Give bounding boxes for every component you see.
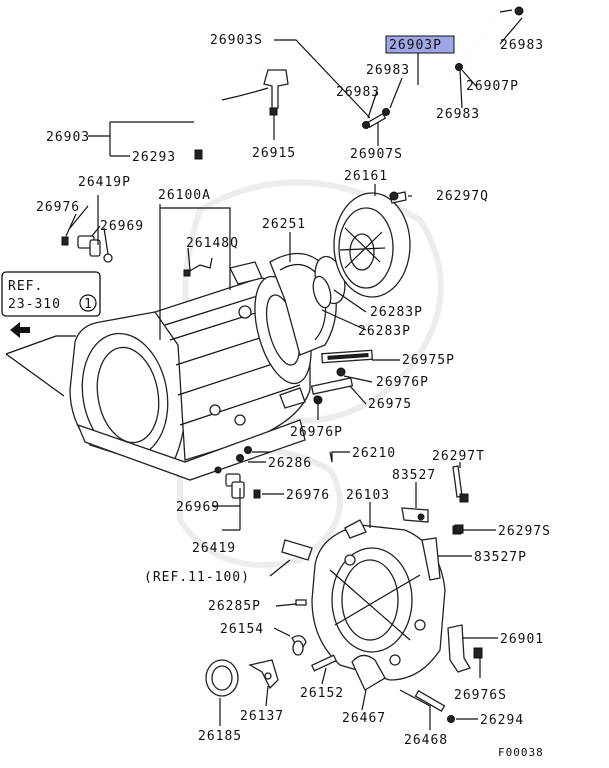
label-83527P[interactable]: 83527P [474, 550, 527, 565]
label-26468[interactable]: 26468 [404, 733, 448, 748]
label-26976-b[interactable]: 26976 [286, 488, 330, 503]
label-26286[interactable]: 26286 [268, 456, 312, 471]
plate-ref-11-100 [281, 539, 313, 561]
ref-box-circled: 1 [84, 297, 93, 312]
label-26903S[interactable]: 26903S [210, 33, 263, 48]
ref-box-line2: 23-310 [8, 297, 61, 312]
extension-case-26103 [311, 519, 446, 681]
bolt-26976P [313, 395, 321, 403]
bracket-26915 [263, 69, 289, 116]
bolt-26976S [473, 647, 483, 659]
label-26154[interactable]: 26154 [220, 622, 264, 637]
transmission-case-26100A [69, 261, 312, 481]
label-26297T[interactable]: 26297T [432, 449, 485, 464]
bolt-26294 [447, 715, 455, 723]
lever-26467 [351, 654, 386, 691]
label-26210[interactable]: 26210 [352, 446, 396, 461]
label-83527[interactable]: 83527 [392, 468, 436, 483]
label-26975[interactable]: 26975 [368, 397, 412, 412]
oil-seal-26185 [205, 659, 239, 697]
bolt-26297T [452, 465, 469, 503]
pipe-26148Q [183, 257, 213, 277]
label-26903[interactable]: 26903 [46, 130, 90, 145]
pin-26152 [310, 654, 338, 672]
bracket-83527 [401, 507, 429, 523]
label-26915[interactable]: 26915 [252, 146, 296, 161]
oil-pump-26161 [333, 191, 411, 298]
label-26901[interactable]: 26901 [500, 632, 544, 647]
bolts-26286 [214, 446, 252, 474]
label-26976S[interactable]: 26976S [454, 688, 507, 703]
label-26100A[interactable]: 26100A [158, 188, 211, 203]
label-26293[interactable]: 26293 [132, 150, 176, 165]
label-ref-11-100[interactable]: (REF.11-100) [144, 570, 250, 585]
label-26148Q[interactable]: 26148Q [186, 236, 239, 251]
label-26969-b[interactable]: 26969 [176, 500, 220, 515]
label-26137[interactable]: 26137 [240, 709, 284, 724]
label-26419[interactable]: 26419 [192, 541, 236, 556]
ref-box-line1: REF. [8, 279, 43, 294]
label-26907P[interactable]: 26907P [466, 79, 519, 94]
label-26983-b[interactable]: 26983 [366, 63, 410, 78]
shaft-26468 [414, 690, 446, 712]
label-26903P[interactable]: 26903P [389, 38, 442, 53]
sensor-26419P [61, 235, 113, 263]
label-26907S[interactable]: 26907S [350, 147, 403, 162]
arrow-icon [10, 322, 30, 338]
plate-26901 [447, 624, 471, 673]
sensor-26419 [225, 473, 261, 499]
ref-box: REF. 23-310 1 [1, 271, 101, 338]
pipe-26975P [321, 349, 373, 377]
label-26297S[interactable]: 26297S [498, 524, 551, 539]
label-26297Q[interactable]: 26297Q [436, 189, 489, 204]
lever-26137 [248, 659, 279, 690]
pin-26285P [295, 599, 307, 606]
label-26419P[interactable]: 26419P [78, 175, 131, 190]
label-26103[interactable]: 26103 [346, 488, 390, 503]
label-26983-c[interactable]: 26983 [336, 85, 380, 100]
label-26283P-a[interactable]: 26283P [370, 305, 423, 320]
part-26154 [291, 635, 307, 656]
breather-hose-26903 [194, 68, 271, 160]
label-26467[interactable]: 26467 [342, 711, 386, 726]
label-26976-a[interactable]: 26976 [36, 200, 80, 215]
diagram-id: F00038 [498, 746, 544, 759]
highlight-box [385, 35, 455, 54]
labels: 26903S 26903P 26983 26983 26907P 26983 2… [36, 33, 551, 759]
label-26983-a[interactable]: 26983 [500, 38, 544, 53]
leader-lines [5, 17, 523, 730]
label-26975P[interactable]: 26975P [402, 353, 455, 368]
label-26152[interactable]: 26152 [300, 686, 344, 701]
label-26969-a[interactable]: 26969 [100, 219, 144, 234]
label-26976P-b[interactable]: 26976P [290, 425, 343, 440]
label-26185[interactable]: 26185 [198, 729, 242, 744]
label-26983-d[interactable]: 26983 [436, 107, 480, 122]
label-26161[interactable]: 26161 [344, 169, 388, 184]
label-26283P-b[interactable]: 26283P [358, 324, 411, 339]
label-26251[interactable]: 26251 [262, 217, 306, 232]
label-26285P[interactable]: 26285P [208, 599, 261, 614]
bolt-26297S [454, 524, 464, 534]
label-26976P-a[interactable]: 26976P [376, 375, 429, 390]
label-26294[interactable]: 26294 [480, 713, 524, 728]
